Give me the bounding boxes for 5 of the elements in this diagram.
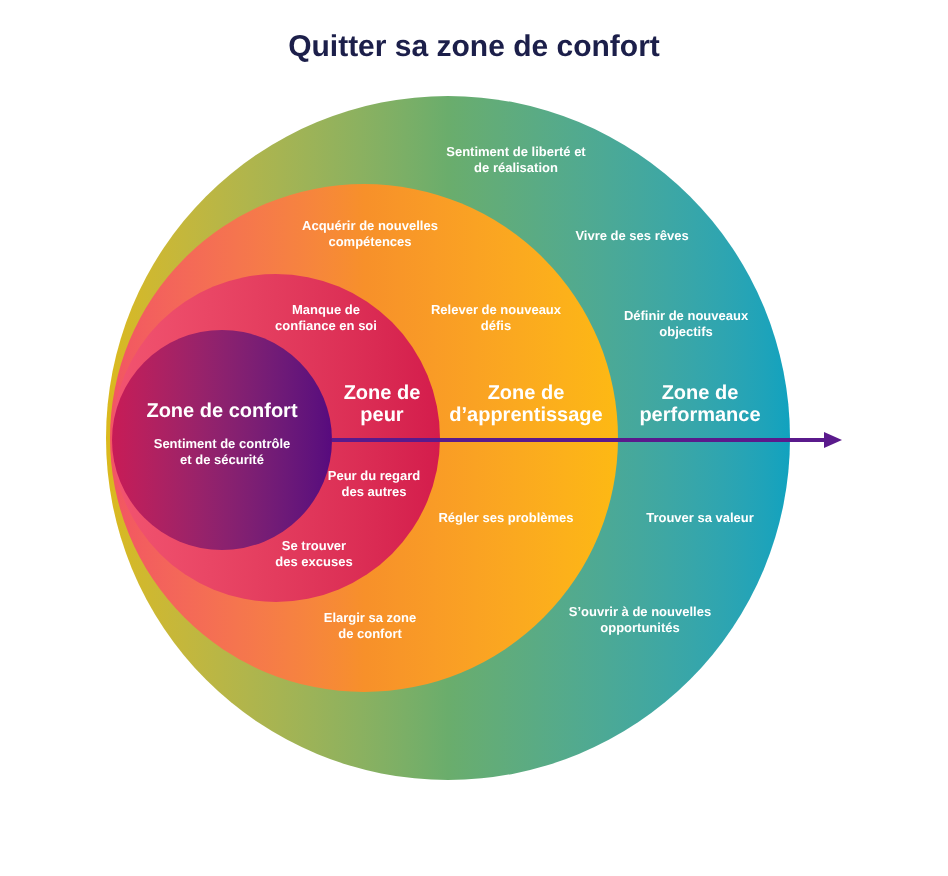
zone-heading: Zone de performance	[637, 382, 763, 428]
zone-heading: Zone de confort	[146, 400, 298, 424]
title: Quitter sa zone de confort	[288, 28, 660, 68]
zone-heading: Zone de d’apprentissage	[447, 382, 605, 428]
zone-heading: Zone de peur	[341, 382, 423, 428]
